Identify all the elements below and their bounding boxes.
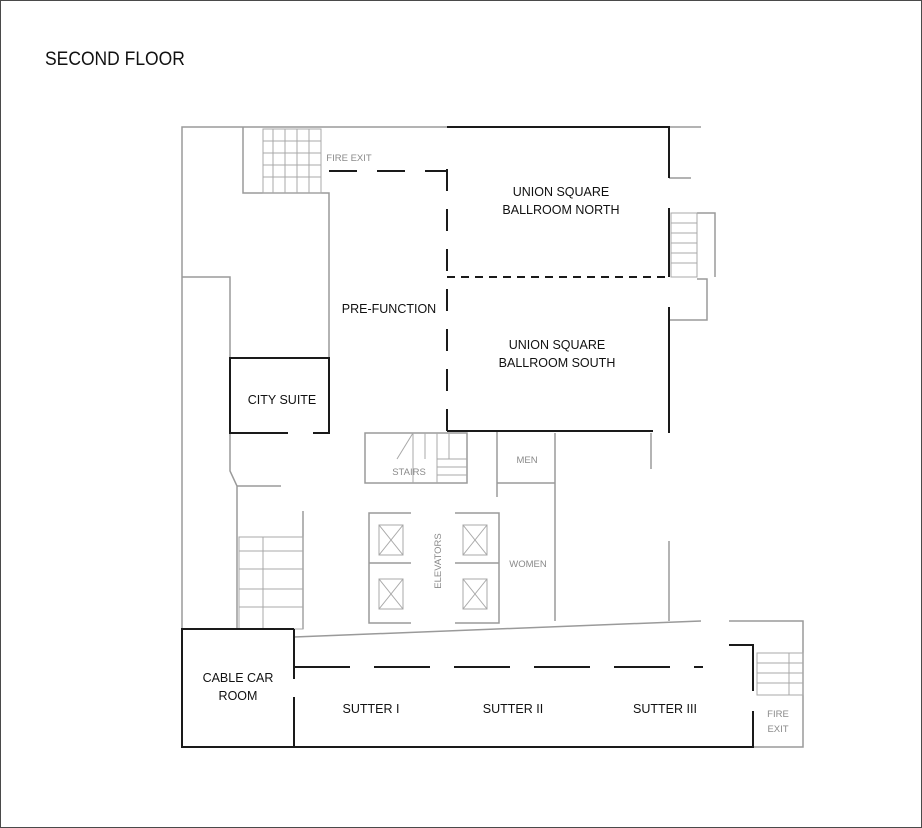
fire-exit-top-label: FIRE EXIT — [326, 153, 372, 164]
cable-car-room-label-line2: ROOM — [219, 689, 258, 703]
stair-left-lower — [238, 536, 304, 630]
sutter-2-label: SUTTER II — [483, 702, 543, 716]
women-label: WOMEN — [509, 559, 547, 570]
stair-right — [670, 212, 698, 278]
stairs-center — [364, 432, 468, 484]
ballroom-south-label-line1: UNION SQUARE — [509, 338, 606, 352]
fire-exit-bottom-label-line1: FIRE — [767, 709, 789, 720]
ballroom-north-label-line1: UNION SQUARE — [513, 185, 610, 199]
ballroom-south-label-line2: BALLROOM SOUTH — [499, 356, 616, 370]
cable-car-room-label-line1: CABLE CAR — [203, 671, 274, 685]
city-suite-label: CITY SUITE — [248, 393, 317, 407]
stairs-label: STAIRS — [392, 467, 426, 478]
ballroom-walls — [329, 126, 670, 433]
stair-bottom-right — [756, 652, 804, 696]
elevator-bank — [368, 512, 500, 624]
fire-exit-bottom-label-line2: EXIT — [767, 724, 788, 735]
sutter-1-label: SUTTER I — [343, 702, 400, 716]
sutter-3-label: SUTTER III — [633, 702, 697, 716]
page-title: SECOND FLOOR — [45, 49, 185, 70]
ballroom-north-label-line2: BALLROOM NORTH — [502, 203, 619, 217]
men-label: MEN — [516, 455, 537, 466]
stair-top-left — [262, 128, 322, 194]
outer-walls — [181, 126, 804, 748]
elevators-label: ELEVATORS — [433, 533, 444, 588]
city-suite-walls — [229, 357, 330, 434]
prefunction-label: PRE-FUNCTION — [342, 302, 436, 316]
bottom-room-walls — [181, 628, 754, 748]
